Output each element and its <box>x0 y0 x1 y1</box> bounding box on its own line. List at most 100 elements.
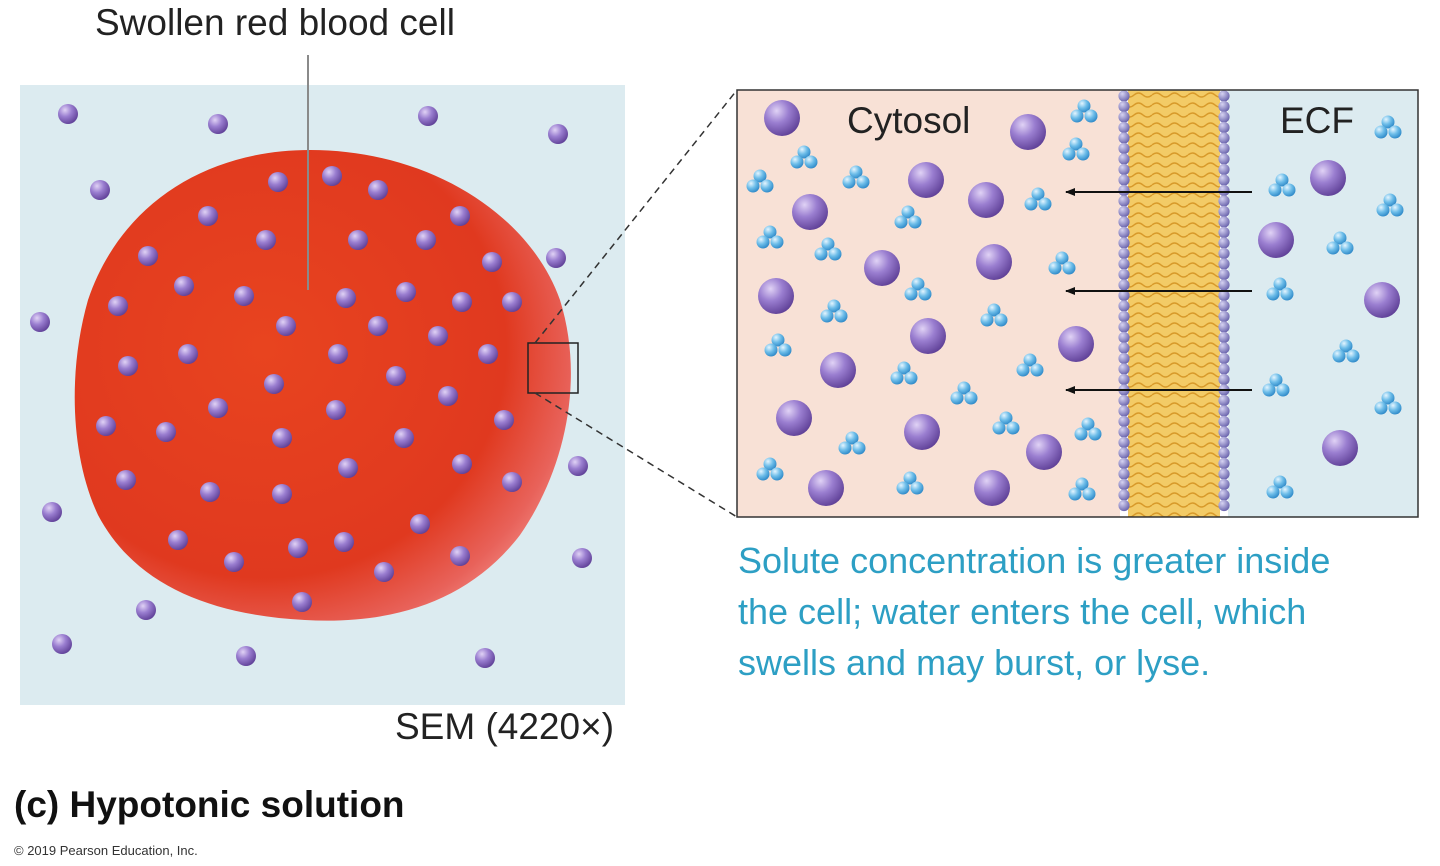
water-molecule <box>756 225 784 249</box>
microscopy-label: SEM (4220×) <box>395 706 615 747</box>
phospholipid-head <box>1118 499 1130 512</box>
water-atom <box>849 165 863 179</box>
solute-dot <box>386 366 406 386</box>
phospholipid-head <box>1118 226 1130 239</box>
water-molecule <box>1068 477 1096 501</box>
water-atom <box>957 381 971 395</box>
phospholipid-head <box>1118 142 1130 155</box>
phospholipid-head <box>1218 100 1230 113</box>
water-molecule <box>1376 193 1404 217</box>
solute-dot <box>288 538 308 558</box>
phospholipid-head <box>1118 415 1130 428</box>
solute-dot <box>208 398 228 418</box>
water-atom <box>1266 485 1280 499</box>
phospholipid-head <box>1218 352 1230 365</box>
water-molecule <box>890 361 918 385</box>
solute-dot <box>494 410 514 430</box>
water-atom <box>1023 353 1037 367</box>
phospholipid-head <box>1218 216 1230 228</box>
water-atom <box>770 235 784 249</box>
membrane-phospholipid-heads <box>1118 90 1230 512</box>
water-atom <box>760 179 774 193</box>
water-atom <box>1374 125 1388 139</box>
inside-solute-dots <box>96 166 522 612</box>
phospholipid-head <box>1218 142 1230 155</box>
water-atom <box>1346 349 1360 363</box>
water-atom <box>746 179 760 193</box>
water-atom <box>1388 401 1402 415</box>
phospholipid-head <box>1218 132 1230 144</box>
water-atom <box>1332 349 1346 363</box>
water-atom <box>764 343 778 357</box>
water-molecule <box>1266 277 1294 301</box>
phospholipid-head <box>1118 478 1130 491</box>
phospholipid-head <box>1118 352 1130 365</box>
cell-label: Swollen red blood cell <box>95 2 455 43</box>
water-molecule <box>790 145 818 169</box>
water-molecule <box>1024 187 1052 211</box>
phospholipid-head <box>1218 499 1230 512</box>
solute-dot <box>478 344 498 364</box>
phospholipid-head <box>1118 205 1130 218</box>
phospholipid-head <box>1218 373 1230 386</box>
water-atom <box>1280 287 1294 301</box>
phospholipid-head <box>1218 321 1230 333</box>
water-atom <box>1326 241 1340 255</box>
water-atom <box>901 205 915 219</box>
solute-dot <box>108 296 128 316</box>
water-molecule <box>950 381 978 405</box>
solute-molecule <box>792 194 828 230</box>
panel-title: (c) Hypotonic solution <box>14 784 405 825</box>
water-atom <box>1262 383 1276 397</box>
water-atom <box>763 457 777 471</box>
water-molecule <box>992 411 1020 435</box>
solute-molecule <box>904 414 940 450</box>
solute-dot <box>174 276 194 296</box>
solute-dot <box>418 106 438 126</box>
phospholipid-head <box>1118 174 1130 186</box>
solute-dot <box>348 230 368 250</box>
water-atom <box>1068 487 1082 501</box>
water-atom <box>756 235 770 249</box>
water-atom <box>918 287 932 301</box>
water-atom <box>1340 241 1354 255</box>
water-atom <box>1069 137 1083 151</box>
phospholipid-head <box>1118 457 1130 470</box>
water-atom <box>908 215 922 229</box>
phospholipid-head <box>1218 436 1230 449</box>
phospholipid-head <box>1218 394 1230 407</box>
water-atom <box>1390 203 1404 217</box>
water-atom <box>1030 363 1044 377</box>
phospholipid-head <box>1118 90 1130 102</box>
phospholipid-head <box>1118 184 1130 197</box>
solute-dot <box>452 292 472 312</box>
water-molecule <box>1268 173 1296 197</box>
solute-molecule <box>1026 434 1062 470</box>
water-atom <box>771 333 785 347</box>
water-atom <box>828 247 842 261</box>
solute-dot <box>156 422 176 442</box>
solute-dot <box>58 104 78 124</box>
solute-dot <box>452 454 472 474</box>
phospholipid-head <box>1118 300 1130 312</box>
phospholipid-head <box>1118 132 1130 144</box>
water-molecule <box>746 169 774 193</box>
phospholipid-head <box>1218 426 1230 438</box>
phospholipid-head <box>1118 247 1130 260</box>
solute-dot <box>198 206 218 226</box>
solute-dot <box>482 252 502 272</box>
zoom-region-box <box>527 342 579 394</box>
caption-line: swells and may burst, or lyse. <box>738 642 1211 683</box>
water-atom <box>987 303 1001 317</box>
solute-dot <box>272 484 292 504</box>
water-molecule <box>1062 137 1090 161</box>
water-atom <box>1062 261 1076 275</box>
water-molecule <box>1070 99 1098 123</box>
water-molecule <box>842 165 870 189</box>
solute-dot <box>168 530 188 550</box>
water-atom <box>1383 193 1397 207</box>
solute-molecule <box>864 250 900 286</box>
phospholipid-head <box>1218 489 1230 501</box>
water-atom <box>1074 427 1088 441</box>
phospholipid-head <box>1218 153 1230 165</box>
